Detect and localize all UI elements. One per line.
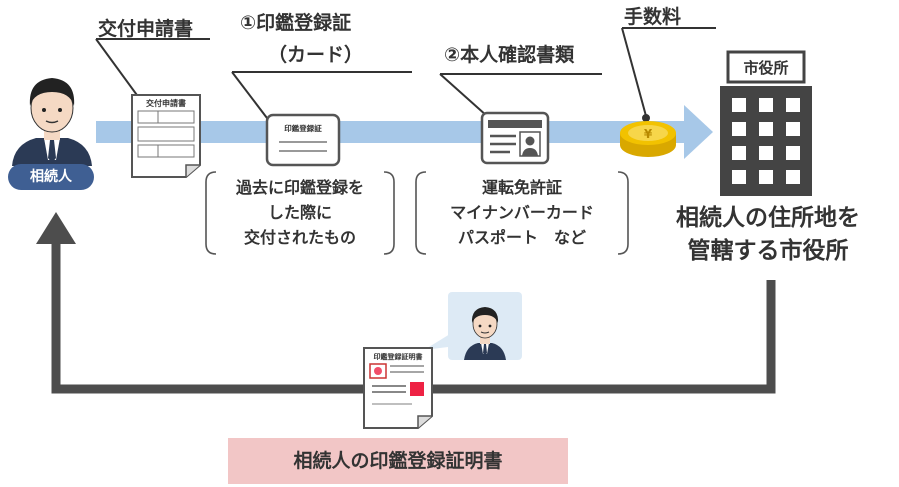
flow-arrow-head — [684, 105, 713, 159]
result-label: 相続人の印鑑登録証明書 — [228, 438, 568, 484]
id-card-icon — [480, 111, 550, 165]
identity-label: ②本人確認書類 — [444, 44, 575, 66]
city-hall-caption-line: 管轄する市役所 — [687, 238, 849, 265]
person-icon — [12, 78, 92, 166]
identity-caption-line: マイナンバーカード — [450, 202, 594, 222]
certificate-icon: 印鑑登録証明書 — [363, 347, 433, 429]
heir-badge: 相続人 — [8, 164, 94, 190]
certificate-doc-title: 印鑑登録証明書 — [374, 352, 423, 361]
seal-card-label-line1: ①印鑑登録証 — [240, 12, 352, 34]
application-doc-title: 交付申請書 — [146, 98, 186, 108]
identity-caption-line: 運転免許証 — [481, 178, 562, 197]
identity-caption-line: パスポート など — [457, 227, 586, 247]
seal-card-title: 印鑑登録証 — [284, 123, 322, 133]
seal-card-caption: 過去に印鑑登録を した際に 交付されたもの — [214, 176, 386, 250]
identity-caption: 運転免許証 マイナンバーカード パスポート など — [420, 176, 624, 250]
return-arrow-head — [36, 212, 76, 244]
staff-person-icon — [464, 307, 506, 360]
application-form-icon: 交付申請書 — [131, 94, 201, 178]
seal-card-caption-line: 過去に印鑑登録を — [235, 178, 364, 197]
seal-card-caption-line: 交付されたもの — [243, 227, 356, 247]
city-hall-caption: 相続人の住所地を 管轄する市役所 — [650, 202, 886, 269]
city-hall-building-icon: 市役所 — [720, 50, 812, 196]
coin-symbol: ¥ — [644, 127, 653, 141]
caption-brackets — [205, 171, 629, 255]
coin-icon: ¥ — [620, 121, 676, 157]
seal-card-caption-line: した際に — [267, 202, 332, 222]
seal-card-icon: 印鑑登録証 — [265, 113, 341, 167]
staff-speech-bubble — [424, 292, 522, 360]
seal-card-label-line2: （カード） — [268, 44, 364, 66]
city-hall-caption-line: 相続人の住所地を — [676, 205, 860, 231]
application-label: 交付申請書 — [98, 18, 194, 40]
city-hall-sign: 市役所 — [743, 59, 788, 77]
fee-label: 手数料 — [624, 6, 682, 28]
